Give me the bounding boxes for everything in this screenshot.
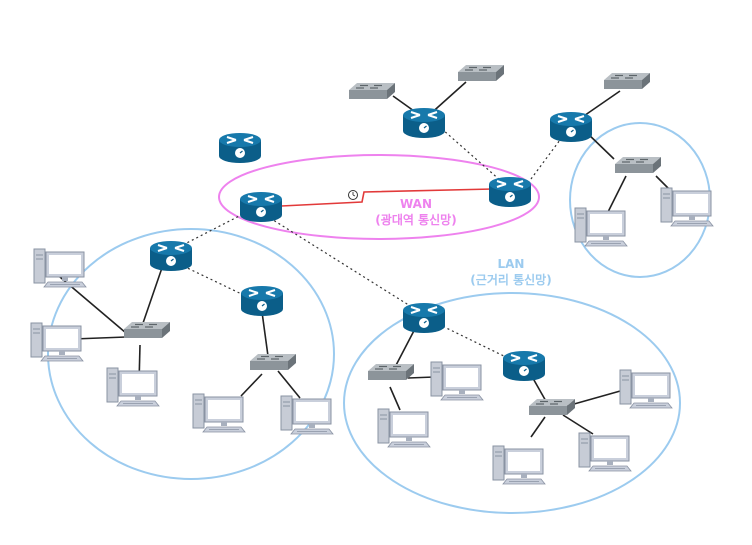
wan-serial-link [260,188,494,208]
switch-icon [457,64,505,82]
lan-title: LAN [498,257,525,271]
router-icon [549,111,593,143]
switch-icon [603,72,651,90]
switch-icon [249,353,297,371]
wan-subtitle: (광대역 통신망) [375,212,456,227]
computer-icon [578,432,632,472]
lan-ellipse-left [47,228,335,480]
lan-subtitle: (근거리 통신망) [470,272,551,287]
computer-icon [192,393,246,433]
computer-icon [492,445,546,485]
router-icon [218,132,262,164]
wan-ellipse [218,154,540,240]
router-icon [240,285,284,317]
switch-icon [348,82,396,100]
computer-icon [106,367,160,407]
router-icon [149,240,193,272]
computer-icon [33,248,87,288]
router-icon [402,302,446,334]
switch-icon [367,363,415,381]
clock-icon [348,190,358,200]
dotted-links [172,121,561,361]
lan-ellipse-bottom-right [343,292,681,514]
router-icon [239,191,283,223]
computer-icon [574,207,628,247]
switch-icon [123,321,171,339]
router-icon [488,176,532,208]
router-icon [502,350,546,382]
computer-icon [430,361,484,401]
computer-icon [30,322,84,362]
router-icon [402,107,446,139]
wan-title: WAN [400,197,432,211]
computer-icon [619,369,673,409]
computer-icon [377,408,431,448]
switch-icon [614,156,662,174]
computer-icon [660,187,714,227]
switch-icon [528,398,576,416]
